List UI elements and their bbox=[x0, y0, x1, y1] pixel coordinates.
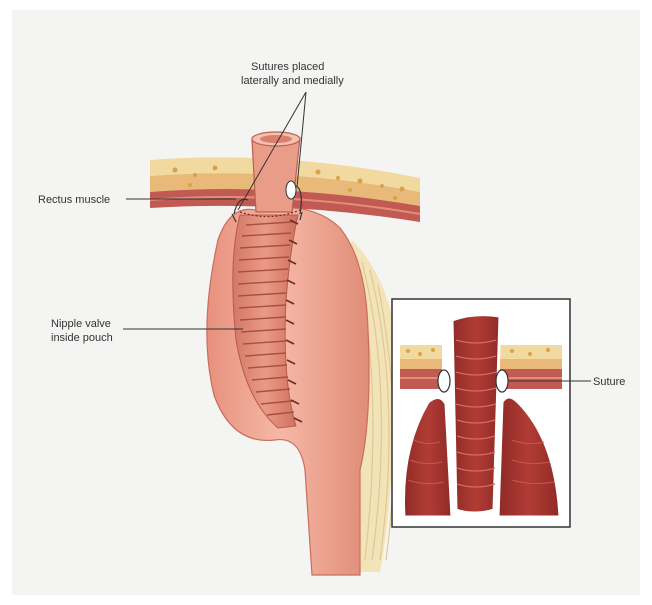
inset-wall-left bbox=[400, 345, 442, 389]
rectus-muscle-label: Rectus muscle bbox=[38, 194, 110, 206]
stoma-tube bbox=[252, 138, 300, 212]
sutures-label-line1: Sutures placed bbox=[251, 61, 324, 73]
nipple-valve-label-line1: Nipple valve bbox=[51, 318, 111, 330]
suture-label: Suture bbox=[593, 376, 625, 388]
inset-wall-right bbox=[500, 345, 562, 389]
nipple-valve-label-line2: inside pouch bbox=[51, 332, 113, 344]
sutures-label-line2: laterally and medially bbox=[241, 75, 344, 87]
inset-valve-tube bbox=[452, 315, 500, 513]
inset-cross-section bbox=[392, 299, 570, 527]
